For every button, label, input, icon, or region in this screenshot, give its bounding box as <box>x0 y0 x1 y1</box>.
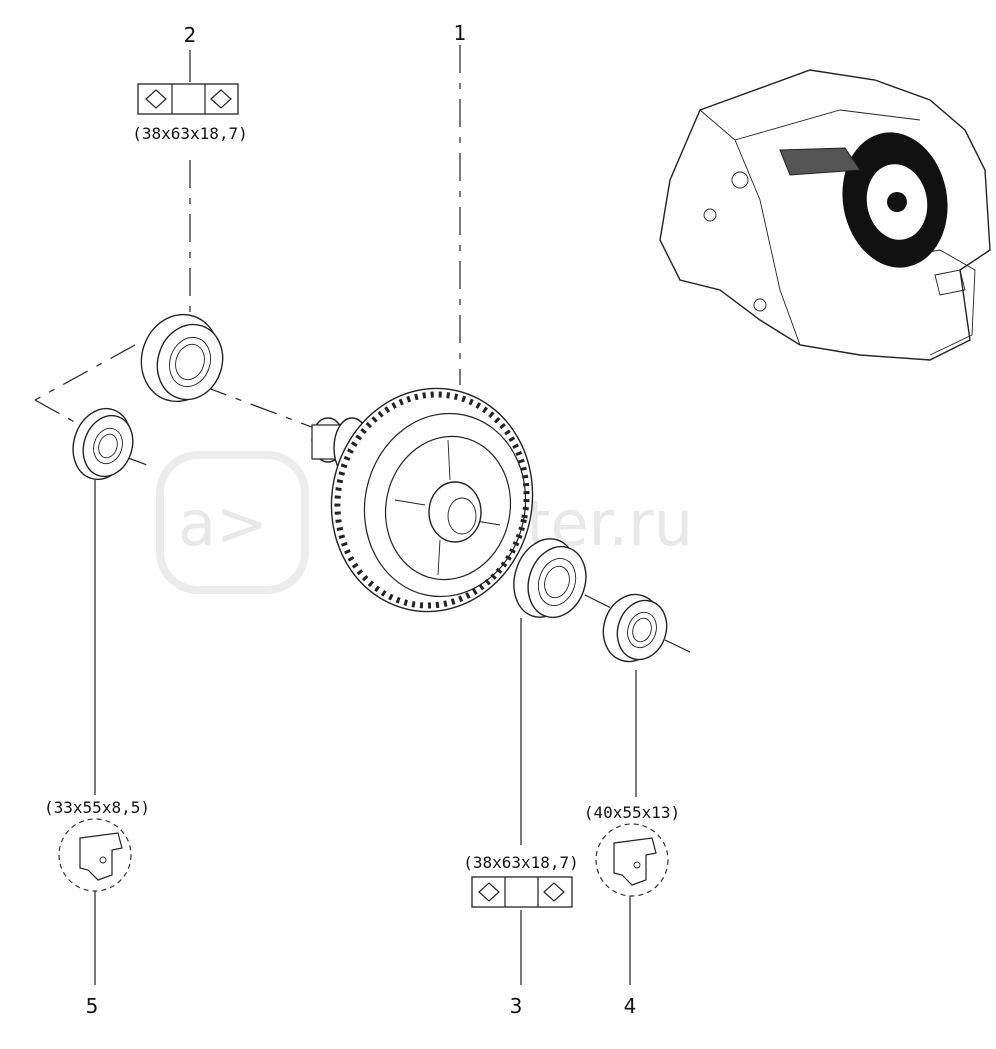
callout-5: 5 <box>86 994 99 1018</box>
tapered-roller-bearing-icon <box>471 876 573 908</box>
callout-3: 3 <box>510 994 523 1018</box>
callout-2: 2 <box>184 23 197 47</box>
leader-lines <box>94 50 637 985</box>
bearing-part-3 <box>513 538 587 619</box>
seal-part-4 <box>602 593 668 663</box>
dimension-label-seal-5: (33x55x8,5) <box>44 798 150 817</box>
seal-part-5 <box>72 407 134 481</box>
dimension-label-bearing-2: (38x63x18,7) <box>132 124 248 143</box>
watermark-logo-letters: a> <box>178 487 268 560</box>
dimension-label-seal-4: (40x55x13) <box>584 803 680 822</box>
differential-part-1 <box>311 387 534 613</box>
gearbox-location-icon <box>659 69 991 361</box>
callout-1: 1 <box>454 21 467 45</box>
tapered-roller-bearing-icon <box>137 83 239 115</box>
bearing-part-2 <box>140 313 224 403</box>
dimension-label-bearing-3: (38x63x18,7) <box>463 853 579 872</box>
lip-seal-icon <box>58 818 132 892</box>
callout-4: 4 <box>624 994 637 1018</box>
lip-seal-icon <box>595 823 669 897</box>
